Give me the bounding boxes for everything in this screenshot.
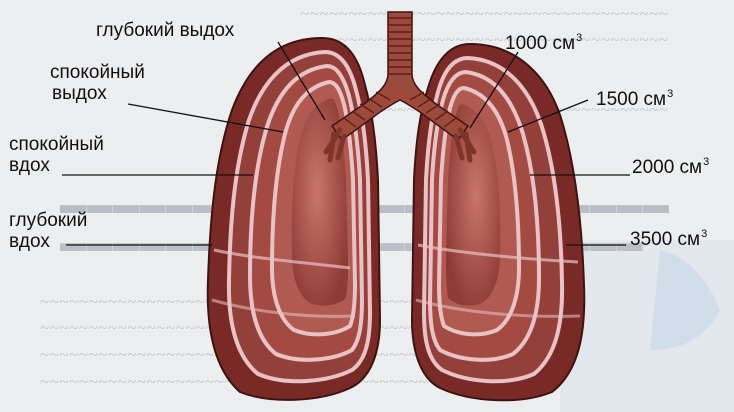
- label-volume-3500: 3500 см3: [630, 224, 707, 250]
- volume-1500-exp: 3: [667, 88, 673, 100]
- label-calm-inhale-line2: вдох: [9, 155, 104, 176]
- label-deep-exhale: глубокий выдох: [96, 20, 234, 41]
- label-calm-exhale: спокойный выдох: [50, 62, 145, 104]
- volume-3500-exp: 3: [701, 228, 707, 240]
- label-calm-inhale: спокойный вдох: [9, 134, 104, 176]
- volume-2000-exp: 3: [703, 156, 709, 168]
- volume-3500-text: 3500 см: [630, 229, 700, 250]
- volume-1000-text: 1000 см: [505, 33, 575, 54]
- label-volume-1500: 1500 см3: [596, 84, 673, 110]
- label-calm-exhale-line2: выдох: [50, 83, 145, 104]
- volume-2000-text: 2000 см: [632, 157, 702, 178]
- right-lung: [412, 44, 584, 400]
- left-lung: [208, 38, 380, 400]
- label-volume-2000: 2000 см3: [632, 152, 709, 178]
- label-deep-inhale-line1: глубокий: [9, 210, 87, 231]
- label-calm-inhale-line1: спокойный: [9, 134, 104, 155]
- volume-1500-text: 1500 см: [596, 89, 666, 110]
- label-deep-inhale-line2: вдох: [9, 231, 87, 252]
- label-deep-inhale: глубокий вдох: [9, 210, 87, 252]
- label-calm-exhale-line1: спокойный: [50, 62, 145, 83]
- label-volume-1000: 1000 см3: [505, 28, 582, 54]
- volume-1000-exp: 3: [576, 32, 582, 44]
